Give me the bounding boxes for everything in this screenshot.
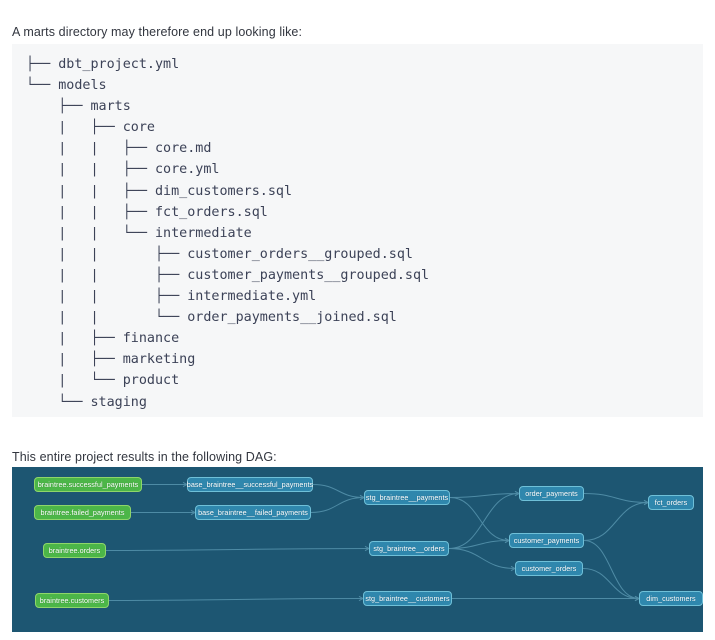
dag-edge-braintree_customers-to-stg_braintree_customers: [108, 598, 364, 601]
directory-tree-content: ├── dbt_project.yml └── models ├── marts…: [26, 57, 430, 410]
dag-node-stg_braintree_customers[interactable]: stg_braintree__customers: [363, 591, 452, 606]
dag-edge-stg_braintree_payments-to-customer_payments: [449, 497, 510, 541]
dag-node-label: customer_payments: [513, 535, 580, 545]
dag-node-base_braintree_failed_payments[interactable]: base_braintree__failed_payments: [195, 505, 311, 520]
dag-node-label: order_payments: [525, 488, 578, 498]
dag-edge-layer: [105, 481, 650, 602]
dag-caption-paragraph: This entire project results in the follo…: [12, 449, 277, 464]
dag-edge-customer_payments-to-fct_orders: [583, 502, 649, 541]
dag-node-customer_orders[interactable]: customer_orders: [515, 561, 583, 576]
dag-node-label: base_braintree__successful_payments: [186, 479, 314, 489]
dag-diagram: braintree.successful_payments braintree.f…: [12, 467, 703, 632]
dag-node-customer_payments[interactable]: customer_payments: [509, 533, 584, 548]
dag-node-label: customer_orders: [521, 563, 577, 573]
dag-node-base_braintree_successful_payments[interactable]: base_braintree__successful_payments: [187, 477, 313, 492]
dag-edge-customer_payments-to-dim_customers: [583, 540, 640, 599]
dag-node-order_payments[interactable]: order_payments: [519, 486, 584, 501]
dag-node-braintree_successful_payments[interactable]: braintree.successful_payments: [34, 477, 142, 492]
dag-edge-customer_orders-to-dim_customers: [582, 568, 640, 599]
dag-node-label: braintree.orders: [48, 545, 101, 555]
dag-node-label: braintree.failed_payments: [40, 507, 125, 517]
dag-edge-base_braintree_successful_payments-to-stg_braintree_payments: [312, 484, 365, 498]
dag-node-braintree_customers[interactable]: braintree.customers: [35, 593, 109, 608]
dag-node-fct_orders[interactable]: fct_orders: [648, 495, 694, 510]
dag-node-label: stg_braintree__customers: [365, 593, 450, 603]
dag-node-label: dim_customers: [646, 593, 696, 603]
dag-edge-braintree_orders-to-stg_braintree_orders: [105, 548, 370, 551]
dag-node-label: base_braintree__failed_payments: [198, 507, 308, 517]
dag-edge-stg_braintree_orders-to-customer_payments: [448, 540, 510, 549]
dag-edge-stg_braintree_payments-to-order_payments: [449, 493, 520, 498]
dag-edge-stg_braintree_orders-to-customer_orders: [448, 548, 516, 569]
dag-node-stg_braintree_orders[interactable]: stg_braintree__orders: [369, 541, 449, 556]
dag-node-label: stg_braintree__payments: [365, 492, 449, 502]
dag-node-braintree_orders[interactable]: braintree.orders: [43, 543, 106, 558]
dag-node-dim_customers[interactable]: dim_customers: [639, 591, 703, 606]
dag-edge-stg_braintree_orders-to-order_payments: [448, 493, 520, 549]
dag-node-braintree_failed_payments[interactable]: braintree.failed_payments: [34, 505, 131, 520]
dag-node-label: stg_braintree__orders: [373, 543, 445, 553]
dag-node-label: braintree.customers: [39, 595, 105, 605]
dag-node-label: braintree.successful_payments: [37, 479, 139, 489]
intro-paragraph: A marts directory may therefore end up l…: [12, 24, 303, 39]
dag-node-label: fct_orders: [654, 497, 688, 507]
directory-tree-code-block: ├── dbt_project.yml └── models ├── marts…: [12, 44, 703, 417]
dag-node-stg_braintree_payments[interactable]: stg_braintree__payments: [364, 490, 450, 505]
dag-edge-base_braintree_failed_payments-to-stg_braintree_payments: [310, 497, 365, 513]
dag-edge-order_payments-to-fct_orders: [583, 493, 649, 503]
